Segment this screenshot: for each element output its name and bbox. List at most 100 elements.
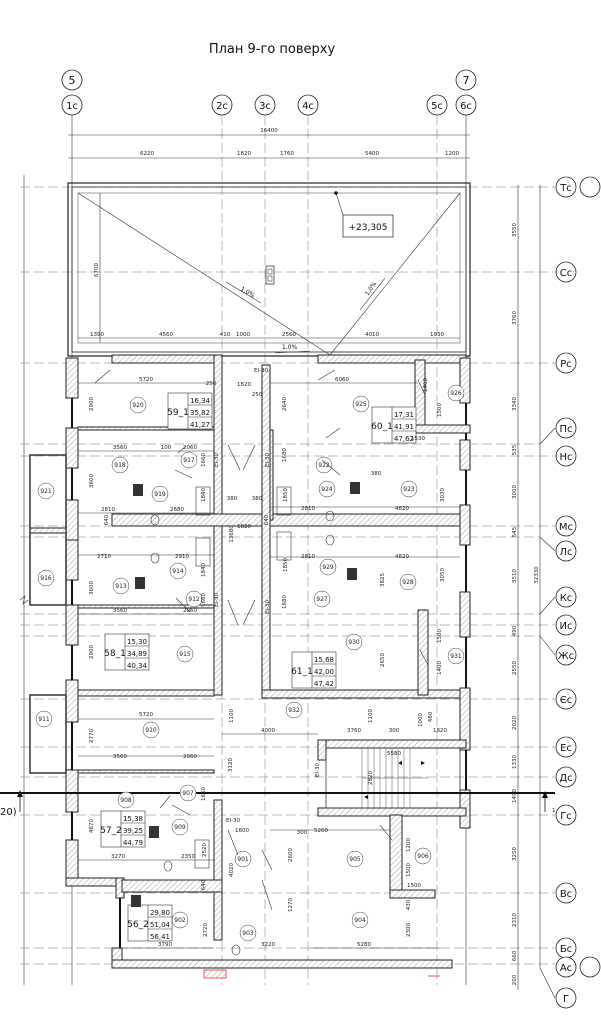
axis-marker-bc: Бс xyxy=(555,937,577,959)
room-906: 906 xyxy=(414,847,432,865)
svg-text:56,41: 56,41 xyxy=(150,933,170,941)
svg-text:61_1: 61_1 xyxy=(291,667,313,677)
svg-text:928: 928 xyxy=(402,579,414,586)
svg-text:931: 931 xyxy=(450,653,462,660)
svg-text:3600: 3600 xyxy=(89,474,95,488)
axis-marker-pic: Пс xyxy=(555,417,577,439)
svg-text:100: 100 xyxy=(161,445,172,451)
svg-text:41,91: 41,91 xyxy=(394,423,414,431)
room-markers: 920 917 918 919 921 916 914 913 912 915 … xyxy=(35,384,465,942)
svg-text:640: 640 xyxy=(104,514,110,525)
svg-text:2710: 2710 xyxy=(97,554,111,560)
svg-text:5580: 5580 xyxy=(387,751,401,757)
axis-marker-pc: Рс xyxy=(555,352,577,374)
apartment-56-2: 56_2 29,80 51,04 56,41 xyxy=(127,904,173,942)
svg-text:2060: 2060 xyxy=(183,445,197,451)
room-910: 910 xyxy=(142,721,160,739)
svg-text:1с: 1с xyxy=(66,101,78,112)
interior-vertical-dimensions: 2900 3600 3600 2900 2770 4670 2640 1680 … xyxy=(89,378,446,937)
svg-text:5с: 5с xyxy=(431,101,443,112)
apartment-60-1: 60_1 17,31 41,91 47,62 xyxy=(371,406,417,444)
svg-text:2600: 2600 xyxy=(288,848,294,862)
svg-text:60_1: 60_1 xyxy=(371,422,393,432)
room-920: 920 xyxy=(129,396,147,414)
svg-text:Ис: Ис xyxy=(560,621,573,632)
svg-text:380: 380 xyxy=(227,496,238,502)
svg-text:2720: 2720 xyxy=(203,923,209,937)
svg-text:Дс: Дс xyxy=(559,773,572,784)
svg-text:909: 909 xyxy=(174,824,186,831)
room-911: 911 xyxy=(35,710,53,728)
svg-text:Сс: Сс xyxy=(560,268,572,279)
svg-text:3120: 3120 xyxy=(228,758,234,772)
svg-text:3220: 3220 xyxy=(261,942,275,948)
svg-text:1270: 1270 xyxy=(288,898,294,912)
fire-rating-labels: EI-30 EI-30 EI-30 EI-30 EI-30 EI-30 EI-3… xyxy=(214,368,321,824)
room-924: 924 xyxy=(318,480,336,498)
svg-text:+23,305: +23,305 xyxy=(348,223,387,233)
stove-icon xyxy=(131,895,141,907)
svg-text:640: 640 xyxy=(264,514,270,525)
toilet-icon xyxy=(163,860,173,872)
svg-text:Жс: Жс xyxy=(558,651,574,662)
axis-marker-yec: Єс xyxy=(555,688,577,710)
svg-text:39,25: 39,25 xyxy=(123,827,143,835)
slope-arrow-right: 1,0% xyxy=(359,277,386,311)
svg-text:2820: 2820 xyxy=(368,771,374,785)
svg-text:EI-30: EI-30 xyxy=(265,452,271,467)
svg-text:430: 430 xyxy=(406,899,412,910)
room-928: 928 xyxy=(399,573,417,591)
svg-text:35,82: 35,82 xyxy=(190,409,210,417)
fire-element xyxy=(203,969,227,979)
svg-text:5720: 5720 xyxy=(139,712,153,718)
svg-text:EI-30: EI-30 xyxy=(254,368,269,374)
svg-text:903: 903 xyxy=(242,930,254,937)
svg-text:16,34: 16,34 xyxy=(190,397,211,405)
svg-text:EI-30: EI-30 xyxy=(265,599,271,614)
axis-marker-4c: 4с xyxy=(297,94,319,116)
svg-text:2900: 2900 xyxy=(89,645,95,659)
svg-text:917: 917 xyxy=(183,457,195,464)
right-axis-markers: Тс Сс Рс Пс Нс Мс Лс Кс Ис Жс Єс Ес Дс Г… xyxy=(555,176,601,1009)
svg-text:2680: 2680 xyxy=(170,507,184,513)
svg-text:1330: 1330 xyxy=(512,755,518,769)
svg-text:1660: 1660 xyxy=(201,453,207,467)
svg-text:15,38: 15,38 xyxy=(123,815,143,823)
svg-text:545: 545 xyxy=(512,526,518,537)
room-901: 901 xyxy=(234,850,252,868)
room-909: 909 xyxy=(171,818,189,836)
axis-marker-kc: Кс xyxy=(555,586,577,608)
svg-text:6700: 6700 xyxy=(94,263,100,277)
drawing-title: План 9-го поверху xyxy=(209,42,336,57)
svg-text:904: 904 xyxy=(354,917,366,924)
svg-text:5720: 5720 xyxy=(139,377,153,383)
svg-text:2900: 2900 xyxy=(89,397,95,411)
svg-text:40,34: 40,34 xyxy=(127,662,148,670)
room-905: 905 xyxy=(346,850,364,868)
section-cut-line: 20) 1 xyxy=(0,790,556,818)
svg-text:3050: 3050 xyxy=(440,568,446,582)
svg-text:200: 200 xyxy=(512,974,518,985)
svg-text:4560: 4560 xyxy=(159,332,173,338)
axis-marker-lc: Лс xyxy=(555,540,577,562)
axis-marker-g: Г xyxy=(555,987,577,1009)
svg-text:29,80: 29,80 xyxy=(150,909,170,917)
svg-text:908: 908 xyxy=(120,797,132,804)
svg-text:480: 480 xyxy=(428,711,434,722)
svg-text:2640: 2640 xyxy=(282,397,288,411)
room-919: 919 xyxy=(151,485,169,503)
svg-text:640: 640 xyxy=(201,879,207,890)
svg-text:Гс: Гс xyxy=(560,811,572,822)
axis-marker-mc: Мс xyxy=(555,515,577,537)
axis-marker-gc: Гс xyxy=(555,804,577,826)
stove-icon xyxy=(347,568,357,580)
svg-text:919: 919 xyxy=(154,491,166,498)
svg-text:2300: 2300 xyxy=(406,923,412,937)
svg-text:2350: 2350 xyxy=(181,854,195,860)
interior-dimensions: 5720 6060 3560 100 2060 2810 2680 2710 2… xyxy=(78,377,460,949)
svg-text:3560: 3560 xyxy=(113,445,127,451)
svg-text:929: 929 xyxy=(322,564,334,571)
svg-text:2060: 2060 xyxy=(183,608,197,614)
svg-text:6060: 6060 xyxy=(335,377,349,383)
svg-text:EI-30: EI-30 xyxy=(214,592,220,607)
